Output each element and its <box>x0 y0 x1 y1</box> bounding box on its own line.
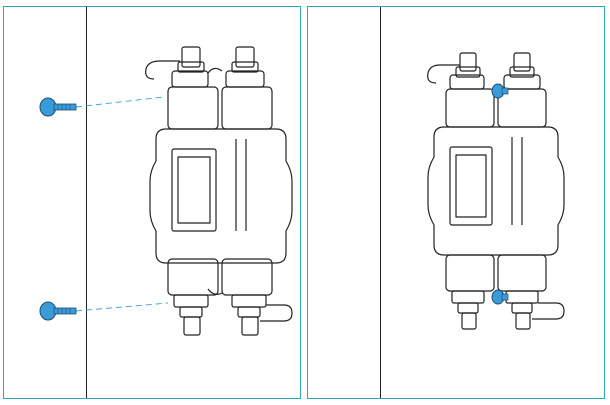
bracket-window <box>449 146 493 226</box>
upper-right-cartridge <box>497 88 547 128</box>
step-1-panel <box>3 6 301 399</box>
bottom-right-fitting <box>231 294 293 336</box>
bracket-window <box>171 148 217 232</box>
mounting-screw-icon <box>39 301 77 321</box>
top-right-fitting <box>207 46 265 88</box>
bottom-left-fitting <box>451 290 485 330</box>
upper-screw-leader <box>75 96 165 108</box>
filter-assembly-step-2 <box>427 52 565 330</box>
bracket-window-inner <box>177 156 211 224</box>
lower-left-cartridge <box>167 258 219 296</box>
lower-left-cartridge <box>445 254 495 292</box>
bracket-window-inner <box>455 154 487 218</box>
connection-fitting-icon <box>491 289 509 305</box>
wall-edge-line <box>86 7 87 398</box>
top-left-fitting <box>427 52 485 90</box>
upper-right-cartridge <box>221 86 273 130</box>
upper-left-cartridge <box>445 88 495 128</box>
wall-bracket-body <box>149 128 293 264</box>
bottom-left-fitting <box>173 294 209 336</box>
wall-edge-line <box>380 7 381 398</box>
lower-right-cartridge <box>497 254 547 292</box>
mounting-screw-icon <box>39 97 77 117</box>
bottom-right-fitting <box>505 290 565 330</box>
top-right-fitting <box>503 52 541 90</box>
filter-assembly-step-1 <box>39 46 293 336</box>
lower-screw-leader <box>75 302 169 312</box>
step-2-panel <box>307 6 605 399</box>
upper-left-cartridge <box>167 86 219 130</box>
top-left-fitting <box>145 46 209 88</box>
lower-right-cartridge <box>221 258 273 296</box>
wall-bracket-body <box>427 126 565 256</box>
connection-fitting-icon <box>491 83 509 99</box>
